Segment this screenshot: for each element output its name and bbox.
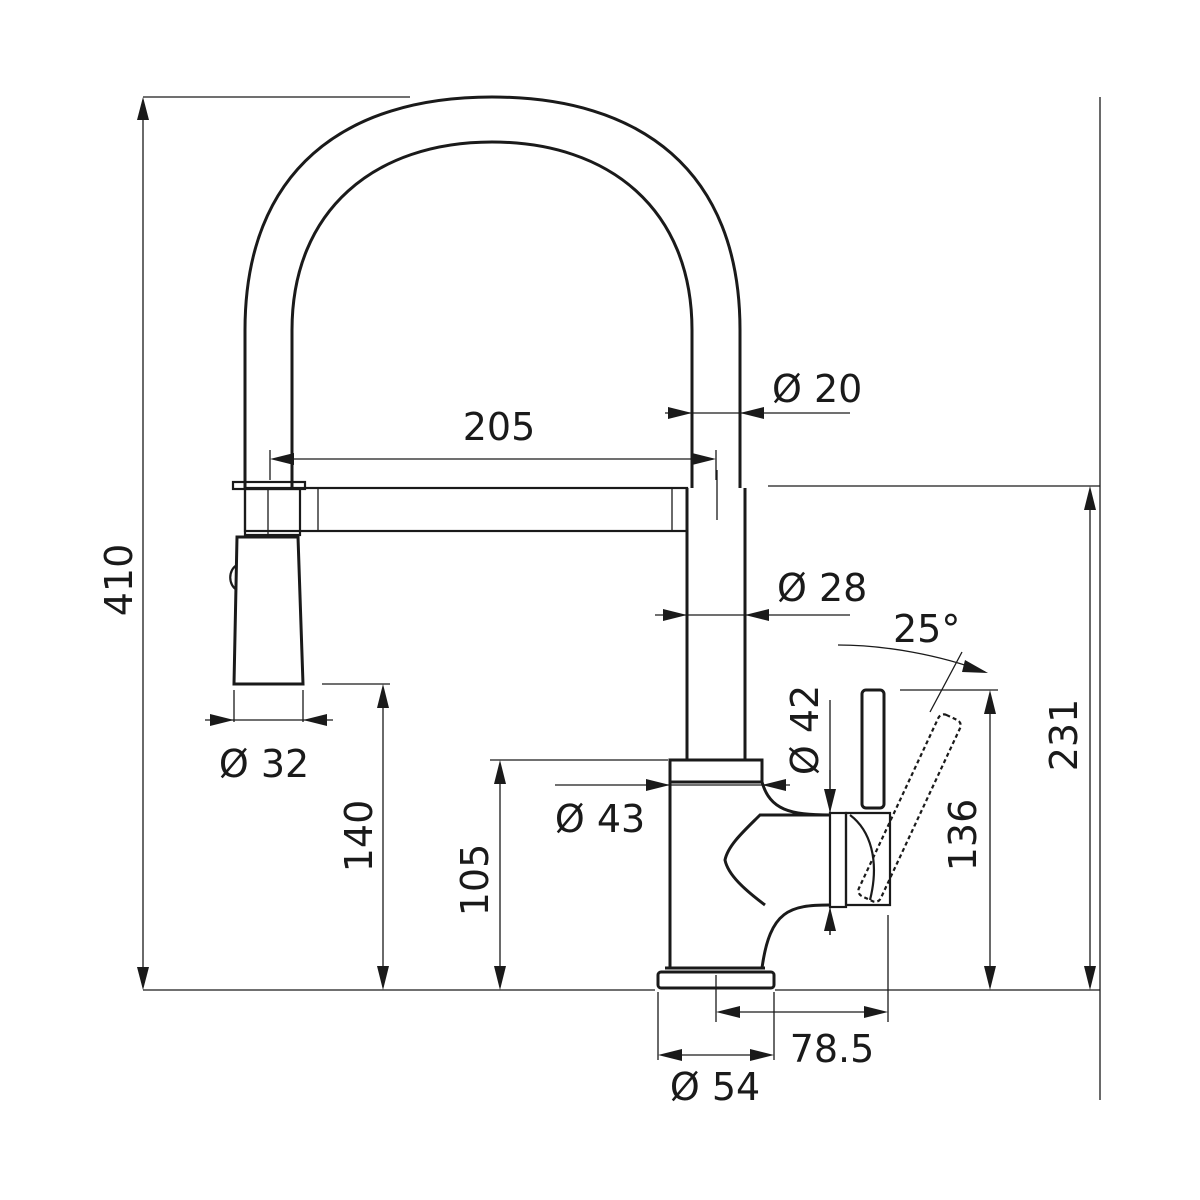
label-hose-diameter: Ø 20 <box>772 367 862 411</box>
label-spout-reach: 205 <box>463 405 536 449</box>
label-handle-height: 136 <box>941 799 985 872</box>
label-body-diameter: Ø 28 <box>777 566 867 610</box>
gooseneck-outer <box>243 95 742 488</box>
spray-collar <box>243 487 302 537</box>
handle-lever-tilted <box>857 713 962 903</box>
faucet-outline <box>229 95 962 990</box>
label-handle-offset: 78.5 <box>790 1027 875 1071</box>
handle-base <box>828 811 848 909</box>
spray-head <box>232 535 305 686</box>
label-collar-diameter: Ø 43 <box>555 797 645 841</box>
dimension-lines <box>137 97 1096 1061</box>
label-spray-height: 140 <box>337 800 381 873</box>
label-spout-height: 231 <box>1042 699 1086 772</box>
main-cylinder <box>668 781 831 969</box>
extension-lines <box>143 96 1101 1100</box>
spout-bar <box>243 486 689 533</box>
collar <box>668 758 764 784</box>
handle-lever <box>860 688 886 810</box>
handle-cartridge <box>844 811 892 907</box>
label-angle: 25° <box>893 607 960 651</box>
label-total-height: 410 <box>97 544 141 617</box>
gooseneck-inner <box>290 140 694 488</box>
label-collar-height: 105 <box>453 844 497 917</box>
label-spray-diameter: Ø 32 <box>219 742 309 786</box>
label-handle-diameter: Ø 42 <box>783 685 827 775</box>
dimension-labels: 410 205 Ø 20 Ø 28 25° Ø 32 Ø 42 Ø 43 Ø 5… <box>97 367 1086 1109</box>
label-base-diameter: Ø 54 <box>670 1065 760 1109</box>
spray-button <box>229 564 238 591</box>
